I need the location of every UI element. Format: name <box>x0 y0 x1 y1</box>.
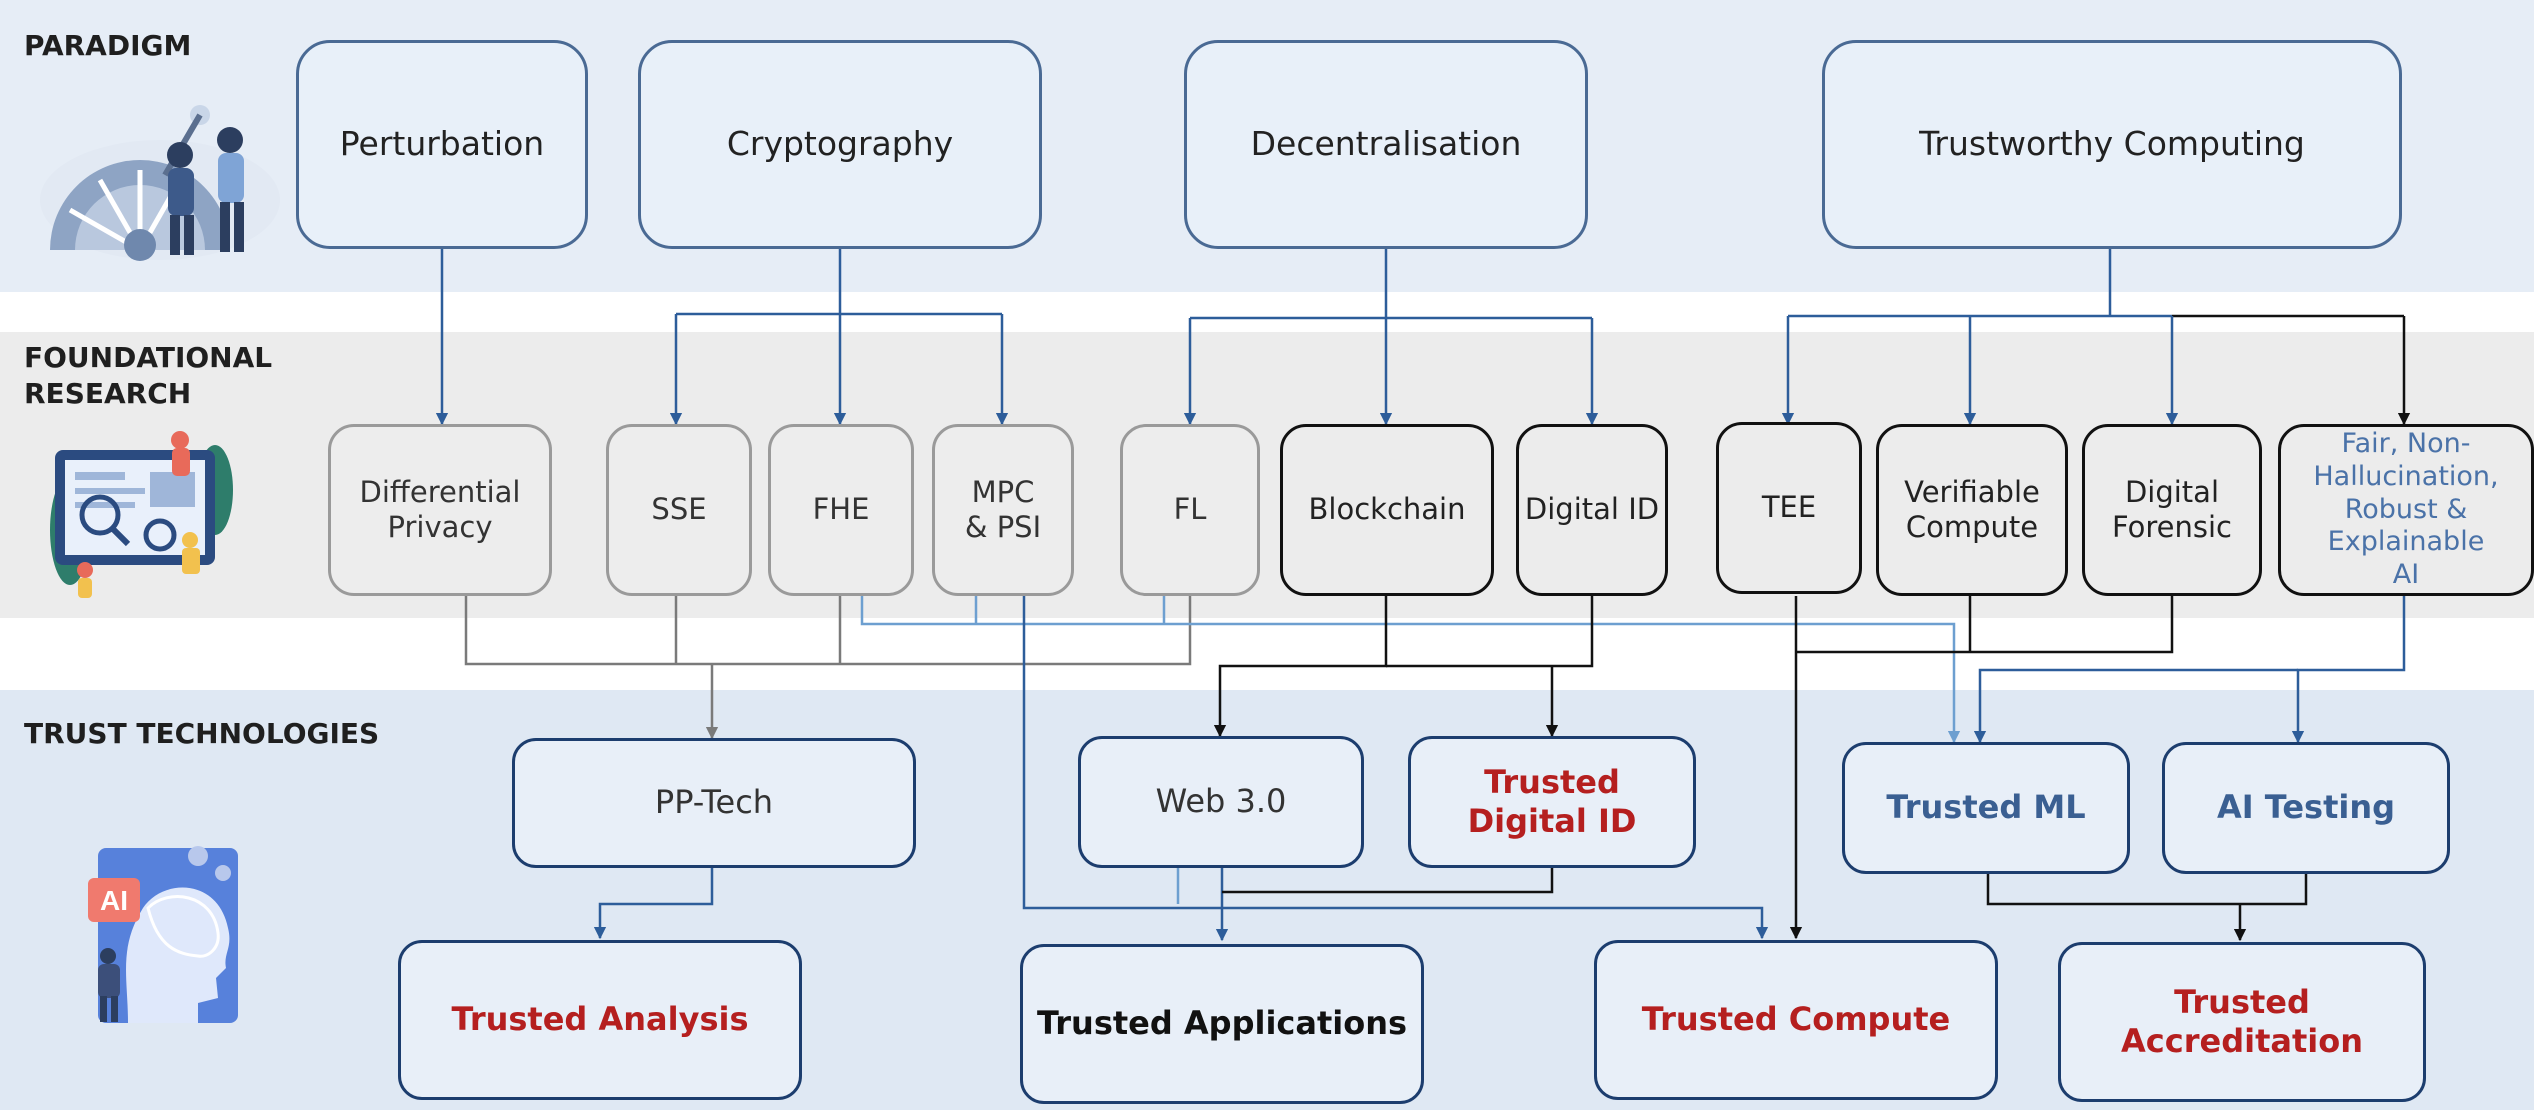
research-digital-forensic: Digital Forensic <box>2082 424 2262 596</box>
edge-trustedml-accreditation <box>1986 874 2308 906</box>
research-fair-ai: Fair, Non- Hallucination, Robust & Expla… <box>2278 424 2534 596</box>
research-blockchain: Blockchain <box>1280 424 1494 596</box>
paradigm-label: PARADIGM <box>24 29 192 62</box>
paradigm-cryptography: Cryptography <box>638 40 1042 249</box>
trust-technologies-label: TRUST TECHNOLOGIES <box>24 717 380 750</box>
edge-dp-pptech <box>464 596 1192 666</box>
edge-digitalid-bar <box>1386 596 1594 668</box>
tech-trusted-digital-id: Trusted Digital ID <box>1408 736 1696 868</box>
tech-pp-tech: PP-Tech <box>512 738 916 868</box>
research-sse: SSE <box>606 424 752 596</box>
outcome-trusted-analysis: Trusted Analysis <box>398 940 802 1100</box>
edge-fair-ai <box>2291 596 2406 744</box>
paradigm-trustworthy-computing: Trustworthy Computing <box>1822 40 2402 249</box>
outcome-trusted-applications: Trusted Applications <box>1020 944 1424 1104</box>
edge-df-trustedml <box>1796 596 2174 654</box>
edge-mpc-trustedcompute <box>1022 596 1769 940</box>
paradigm-illustration <box>40 105 280 261</box>
research-tee: TEE <box>1716 422 1862 594</box>
outcome-trusted-accreditation: Trusted Accreditation <box>2058 942 2426 1102</box>
research-illustration <box>50 431 233 598</box>
research-verifiable-compute: Verifiable Compute <box>1876 424 2068 596</box>
tech-web3: Web 3.0 <box>1078 736 1364 868</box>
research-fl: FL <box>1120 424 1260 596</box>
paradigm-perturbation: Perturbation <box>296 40 588 249</box>
paradigm-decentralisation: Decentralisation <box>1184 40 1588 249</box>
edge-trusteddid-applications <box>1222 868 1554 894</box>
edge-fhe-trustedml <box>860 596 1961 744</box>
edge-blockchain-web3 <box>1213 596 1388 738</box>
outcome-trusted-compute: Trusted Compute <box>1594 940 1998 1100</box>
ai-illustration: AI <box>88 846 238 1023</box>
research-digital-id: Digital ID <box>1516 424 1668 596</box>
research-differential-privacy: Differential Privacy <box>328 424 552 596</box>
ai-badge-text: AI <box>100 885 128 916</box>
tech-trusted-ml: Trusted ML <box>1842 742 2130 874</box>
edge-fair-trustedml <box>1973 668 2298 744</box>
research-mpc-psi: MPC & PSI <box>932 424 1074 596</box>
tech-ai-testing: AI Testing <box>2162 742 2450 874</box>
foundational-research-label: FOUNDATIONAL RESEARCH <box>24 341 273 410</box>
edge-pptech-analysis <box>593 868 714 940</box>
research-fhe: FHE <box>768 424 914 596</box>
